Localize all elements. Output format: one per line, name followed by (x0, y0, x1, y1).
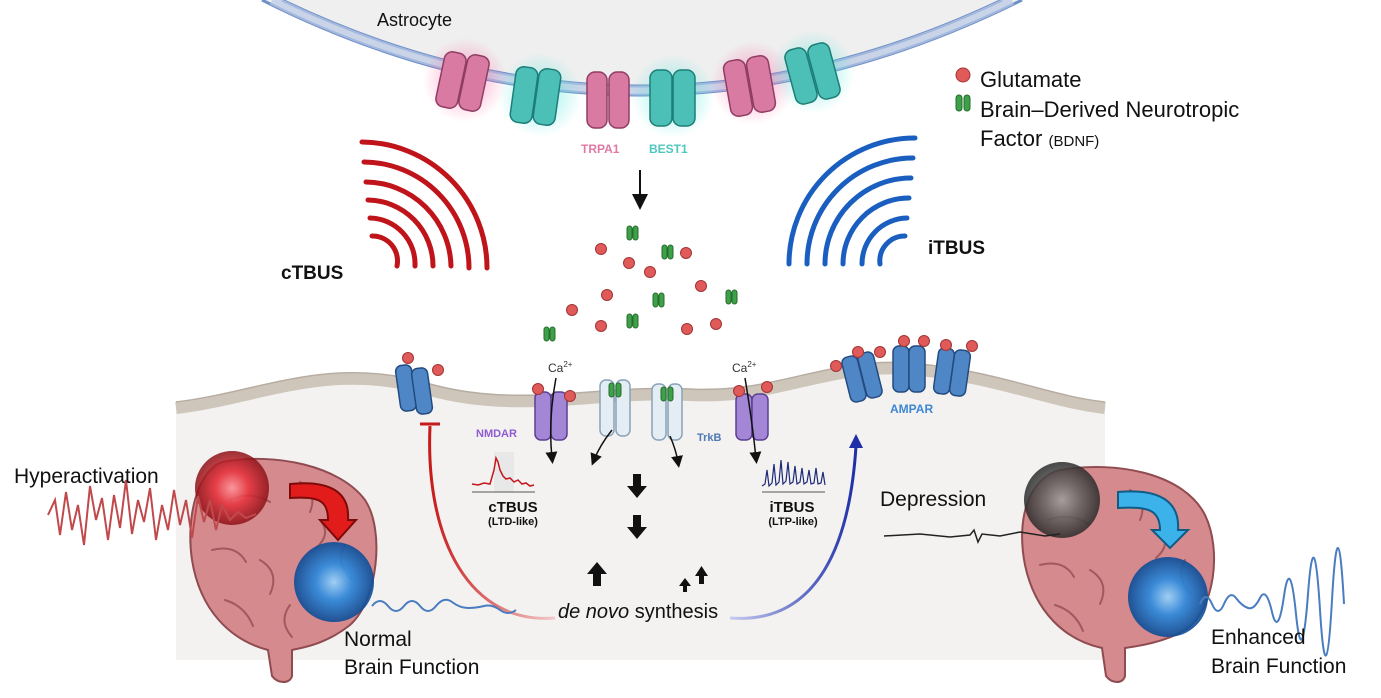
ampar-receptors-right (830, 335, 978, 403)
glutamate-legend-icon (955, 67, 971, 83)
legend-bdnf-word: Factor (980, 126, 1043, 151)
astrocyte-channels (423, 30, 855, 138)
normal-region (294, 542, 374, 622)
ampar-receptor-left (394, 352, 444, 415)
depression-signal (883, 528, 1061, 544)
legend-bdnf-line2: Factor (BDNF) (980, 126, 1099, 151)
normal-label-line2: Brain Function (344, 656, 480, 679)
calcium-base: Ca (732, 361, 748, 375)
best1-channel (509, 42, 841, 127)
calcium-charge: 2+ (747, 360, 757, 369)
ltd-inhibition-arc (428, 425, 556, 620)
nmdar-receptor-right (733, 377, 773, 464)
legend-bdnf-abbr: (BDNF) (1048, 133, 1100, 150)
enhanced-label-line2: Brain Function (1211, 655, 1347, 678)
ltd-trace (471, 452, 535, 493)
ctbus-trace-label: cTBUS (488, 499, 538, 516)
bdnf-molecules (543, 225, 738, 342)
best1-label: BEST1 (649, 142, 688, 156)
normal-label-line1: Normal (344, 628, 412, 651)
cyan-curved-arrow (1117, 490, 1191, 550)
trpa1-channel (435, 51, 777, 129)
hyperactive-region (195, 451, 269, 525)
ltp-trace (761, 459, 826, 493)
enhanced-signal (1199, 547, 1345, 657)
legend-glutamate: Glutamate (980, 67, 1082, 92)
nmdar-receptor-left (532, 377, 576, 464)
trkb-receptor-left (590, 379, 631, 466)
calcium-charge: 2+ (563, 360, 573, 369)
ampar-label: AMPAR (890, 402, 934, 416)
glutamate-molecules (566, 243, 722, 335)
normal-signal (371, 598, 517, 614)
depressed-region (1024, 462, 1100, 538)
bdnf-legend-icon (955, 94, 971, 112)
legend-bdnf-line1: Brain–Derived Neurotropic (980, 97, 1240, 122)
calcium-base: Ca (548, 361, 564, 375)
calcium-label-right: Ca2+ (732, 360, 756, 376)
signal-arrows (587, 474, 708, 592)
itbus-waves (786, 135, 918, 267)
astrocyte-label: Astrocyte (377, 10, 453, 30)
nmdar-label: NMDAR (476, 428, 517, 440)
denovo-synthesis-label: de novo synthesis (558, 601, 718, 624)
ltp-potentiation-arc (729, 445, 858, 620)
potentiation-arrowhead (849, 434, 863, 448)
itbus-label: iTBUS (928, 238, 985, 259)
calcium-label-left: Ca2+ (548, 360, 572, 376)
trpa1-label: TRPA1 (581, 142, 620, 156)
ctbus-trace-sublabel: (LTD-like) (488, 516, 538, 528)
synthesis-word: synthesis (634, 601, 719, 623)
itbus-trace-sublabel: (LTP-like) (768, 516, 818, 528)
enhanced-region (1128, 557, 1208, 637)
hyperactivation-label: Hyperactivation (14, 465, 159, 488)
denovo-italic: de novo (558, 601, 630, 623)
itbus-trace-label: iTBUS (769, 499, 815, 516)
red-curved-arrow (289, 482, 359, 542)
trkb-label: TrkB (697, 432, 722, 444)
ctbus-waves (359, 139, 490, 271)
trkb-receptor-right (651, 383, 683, 468)
enhanced-label-line1: Enhanced (1211, 626, 1306, 649)
ctbus-label: cTBUS (281, 263, 344, 284)
depression-label: Depression (880, 488, 987, 511)
hyperactivation-signal (47, 479, 257, 546)
